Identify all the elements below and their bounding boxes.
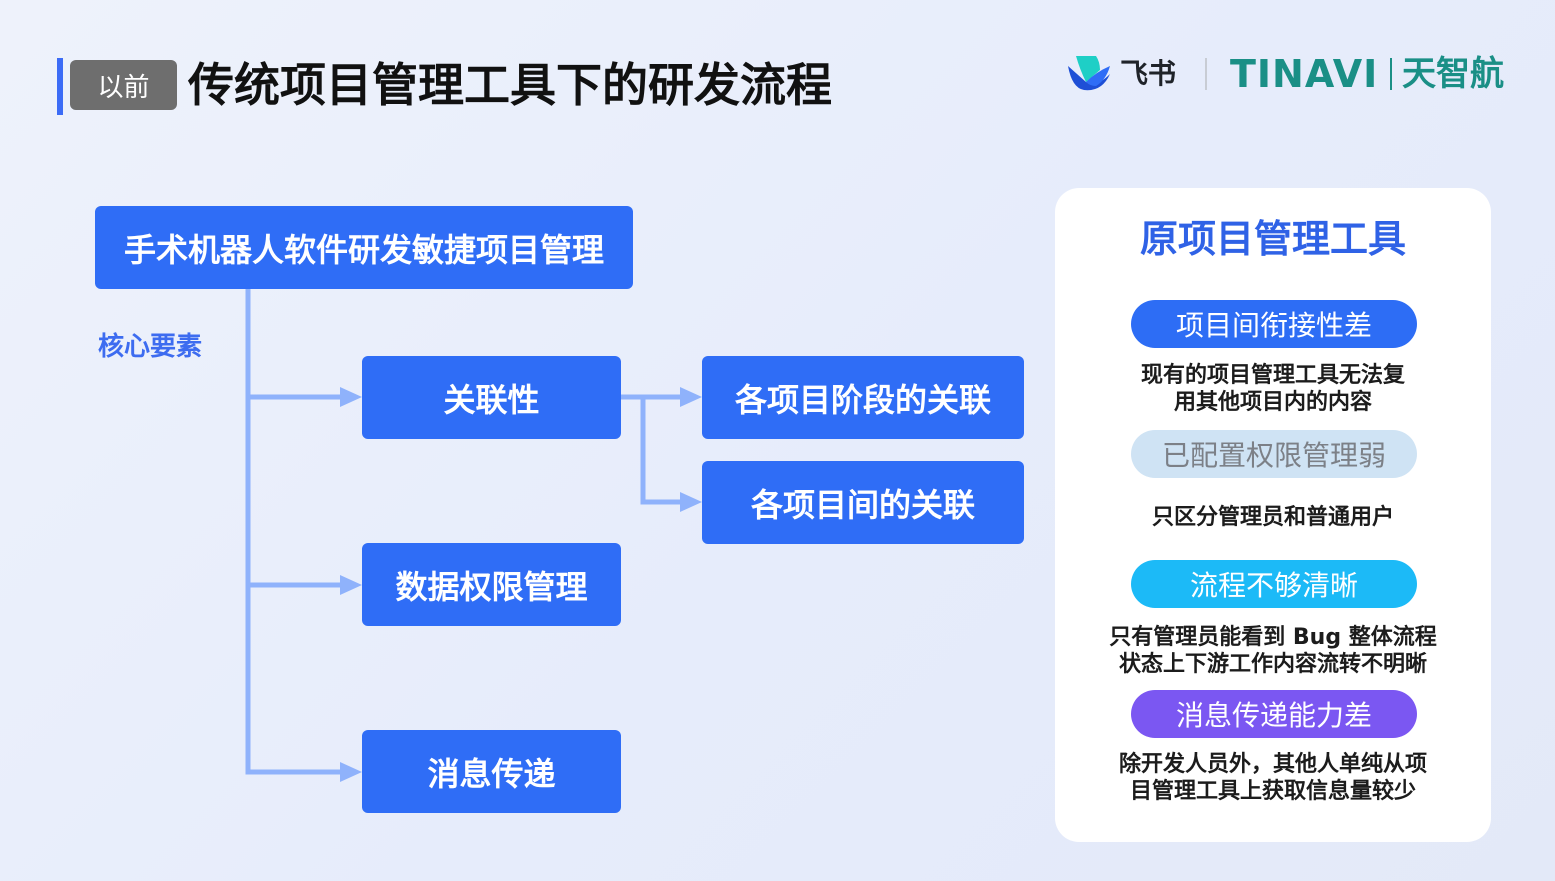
arrowhead-relevance [340,387,362,407]
desc-line: 现有的项目管理工具无法复 [1140,363,1405,388]
desc-line: 状态上下游工作内容流转不明晰 [1118,652,1427,677]
core-elements-label: 核心要素 [98,332,203,362]
tinavi-divider [1390,58,1392,90]
desc-line: 用其他项目内的内容 [1173,390,1372,415]
desc-line: 除开发人员外，其他人单纯从项 [1118,752,1427,777]
panel-title: 原项目管理工具 [1139,217,1406,261]
root-node: 手术机器人软件研发敏捷项目管理 [95,206,633,289]
logo-divider [1205,58,1207,90]
desc-line: 只有管理员能看到 Bug 整体流程 [1109,625,1437,650]
arrowhead-inter-relation [680,492,702,512]
arrowhead-data-permission [340,575,362,595]
sub-node-inter-project-relation: 各项目间的关联 [702,461,1024,544]
issue-pill-messaging: 消息传递能力差 [1131,690,1417,738]
feishu-brand-name: 飞书 [1120,57,1177,90]
tinavi-brand-cn: 天智航 [1402,54,1504,94]
branch-node-messaging: 消息传递 [362,730,621,813]
issue-desc-connectivity: 现有的项目管理工具无法复 用其他项目内的内容 [1075,362,1471,416]
desc-line: 目管理工具上获取信息量较少 [1129,779,1416,804]
issue-desc-process: 只有管理员能看到 Bug 整体流程 状态上下游工作内容流转不明晰 [1075,624,1471,678]
issue-pill-connectivity: 项目间衔接性差 [1131,300,1417,348]
issue-desc-messaging: 除开发人员外，其他人单纯从项 目管理工具上获取信息量较少 [1075,751,1471,805]
sub-node-stage-relation: 各项目阶段的关联 [702,356,1024,439]
page-title: 传统项目管理工具下的研发流程 [188,58,832,112]
tinavi-brand-name: TINAVI [1230,52,1379,96]
era-tag: 以前 [70,60,177,110]
branch-node-relevance: 关联性 [362,356,621,439]
arrowhead-messaging [340,762,362,782]
arrowhead-stage-relation [680,387,702,407]
issue-pill-permission: 已配置权限管理弱 [1131,430,1417,478]
issue-pill-process: 流程不够清晰 [1131,560,1417,608]
issue-desc-permission: 只区分管理员和普通用户 [1075,504,1471,531]
desc-line: 只区分管理员和普通用户 [1151,505,1394,530]
branch-node-data-permission: 数据权限管理 [362,543,621,626]
feishu-logo-icon [1068,56,1110,91]
title-accent-bar [57,58,63,115]
